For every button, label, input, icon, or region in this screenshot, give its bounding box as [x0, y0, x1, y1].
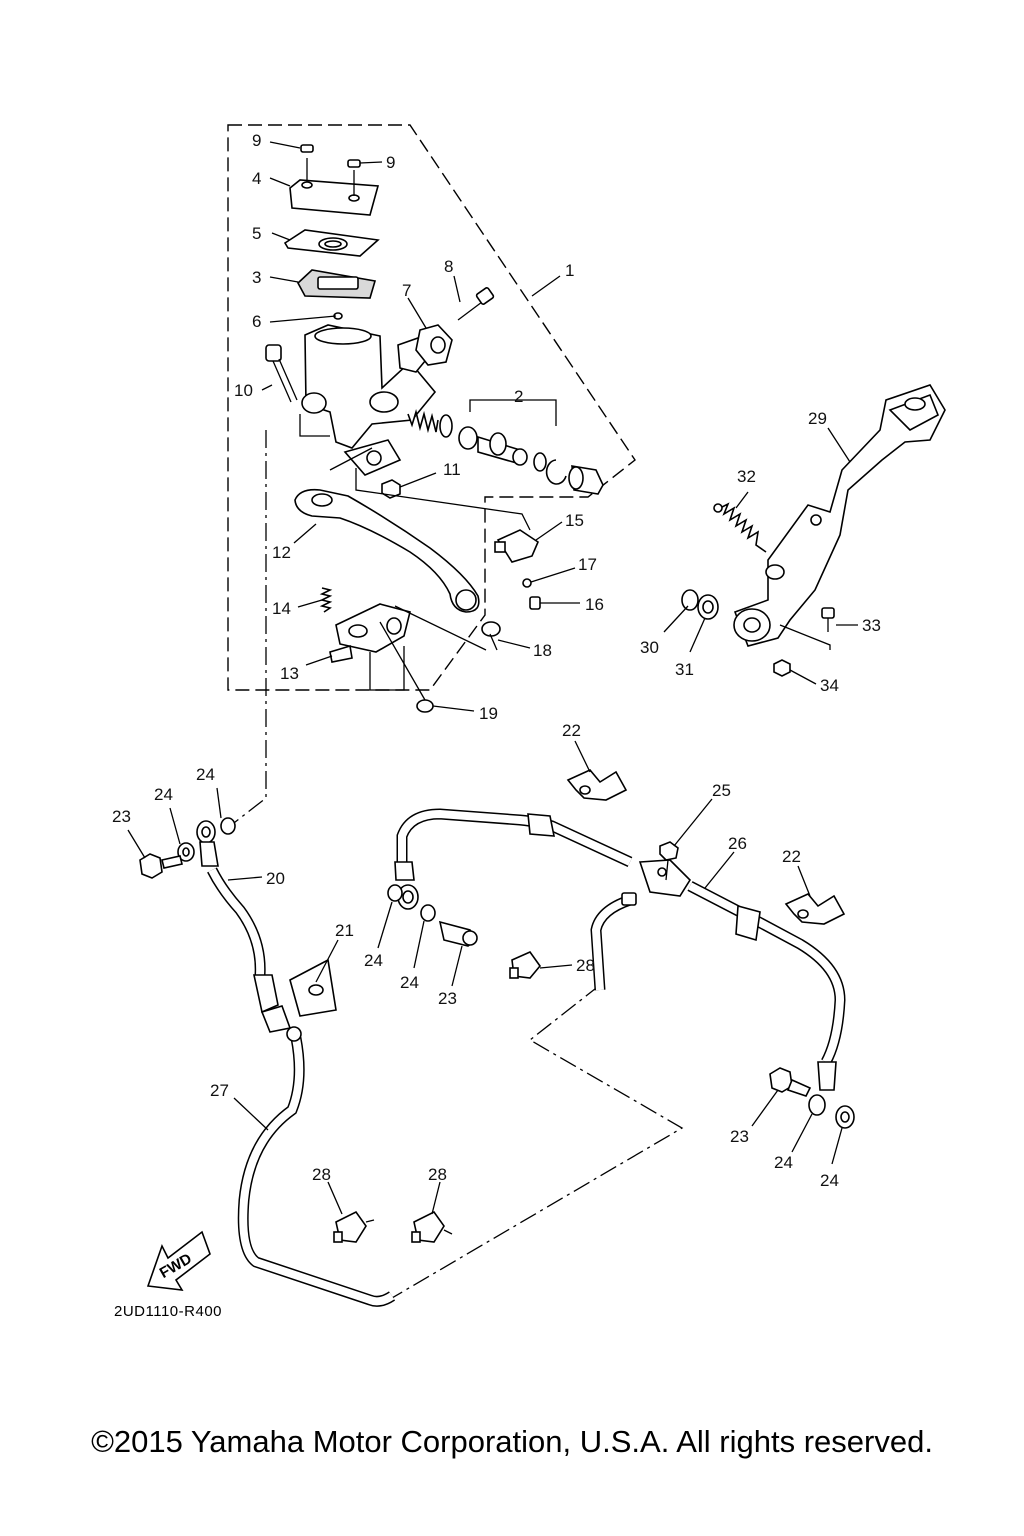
callout-24f: 24 [820, 1171, 839, 1190]
clamp-holder [415, 324, 453, 366]
callout-23b: 23 [438, 989, 457, 1008]
lever-pivot-bracket [329, 603, 411, 691]
callout-28a: 28 [576, 956, 595, 975]
screw [529, 596, 541, 610]
master-cylinder-body [301, 324, 437, 476]
callout-22a: 22 [562, 721, 581, 740]
callout-23a: 23 [112, 807, 131, 826]
callout-21: 21 [335, 921, 354, 940]
callout-30: 30 [640, 638, 659, 657]
diagram-code: 2UD1110-R400 [114, 1303, 222, 1320]
callout-10: 10 [234, 381, 253, 400]
callout-19: 19 [479, 704, 498, 723]
callout-27: 27 [210, 1081, 229, 1100]
callout-5: 5 [252, 224, 261, 243]
callout-34: 34 [820, 676, 839, 695]
pipe-short [590, 892, 637, 991]
leader-lines-lines [127, 740, 843, 1215]
callout-14: 14 [272, 599, 291, 618]
callout-24c: 24 [364, 951, 383, 970]
callout-7: 7 [402, 281, 411, 300]
callout-22b: 22 [782, 847, 801, 866]
brake-hose-rear [394, 808, 846, 1091]
callout-2: 2 [514, 387, 523, 406]
pedal-washer [681, 589, 719, 620]
callout-31: 31 [675, 660, 694, 679]
pipe-clamp-1 [509, 951, 542, 979]
callout-24d: 24 [400, 973, 419, 992]
callout-16: 16 [585, 595, 604, 614]
brake-pedal [733, 384, 946, 650]
piston-kit [407, 409, 604, 495]
forward-arrow-icon: FWD [146, 1230, 211, 1291]
callout-1: 1 [565, 261, 574, 280]
pivot-bolt [265, 344, 298, 403]
callout-25: 25 [712, 781, 731, 800]
callout-17: 17 [578, 555, 597, 574]
callout-13: 13 [280, 664, 299, 683]
callout-9a: 9 [252, 131, 261, 150]
union-bolt [659, 841, 679, 881]
diaphragm-plate [283, 229, 380, 257]
clamp-bolt [457, 287, 495, 321]
brake-hose-front [196, 820, 292, 1033]
washers-and-bolts [139, 817, 855, 1129]
nut [381, 479, 401, 499]
diaphragm [297, 269, 377, 299]
callout-4: 4 [252, 169, 261, 188]
callout-29: 29 [808, 409, 827, 428]
hose-holder-lower [784, 893, 846, 925]
dashdot-connector-lines [229, 430, 684, 1306]
pedal-bolt [821, 607, 835, 632]
callout-24a: 24 [196, 765, 215, 784]
pin [481, 621, 501, 651]
reservoir-cap [289, 144, 380, 216]
leader-lines-master [261, 141, 580, 712]
return-spring [713, 502, 767, 553]
pipe-clamp-3 [411, 1210, 453, 1243]
master-cylinder-group-outline [227, 124, 636, 691]
callout-20: 20 [266, 869, 285, 888]
callout-33: 33 [862, 616, 881, 635]
callout-6: 6 [252, 312, 261, 331]
callout-3: 3 [252, 268, 261, 287]
spring [319, 587, 333, 613]
callout-24b: 24 [154, 785, 173, 804]
callout-labels: 1 2 3 4 5 6 7 8 9 9 10 11 12 13 14 15 16… [112, 131, 881, 1190]
callout-9b: 9 [386, 153, 395, 172]
callout-23c: 23 [730, 1127, 749, 1146]
callout-28c: 28 [428, 1165, 447, 1184]
callout-15: 15 [565, 511, 584, 530]
callout-32: 32 [737, 467, 756, 486]
pipe-clamp-2 [333, 1210, 375, 1243]
leader-lines-pedal [663, 427, 858, 685]
callout-18: 18 [533, 641, 552, 660]
callout-28b: 28 [312, 1165, 331, 1184]
callout-11: 11 [443, 460, 461, 479]
callout-12: 12 [272, 543, 291, 562]
callout-24e: 24 [774, 1153, 793, 1172]
callout-8: 8 [444, 257, 453, 276]
switch [494, 529, 539, 588]
callout-26: 26 [728, 834, 747, 853]
brake-pipe [237, 1026, 396, 1307]
copyright-notice: ©2015 Yamaha Motor Corporation, U.S.A. A… [91, 1424, 933, 1459]
pedal-nut [773, 659, 791, 677]
cotter-washer [416, 699, 434, 713]
hose-holder-upper [566, 769, 628, 801]
hose-clip [289, 958, 337, 1017]
brake-lever [294, 447, 480, 613]
